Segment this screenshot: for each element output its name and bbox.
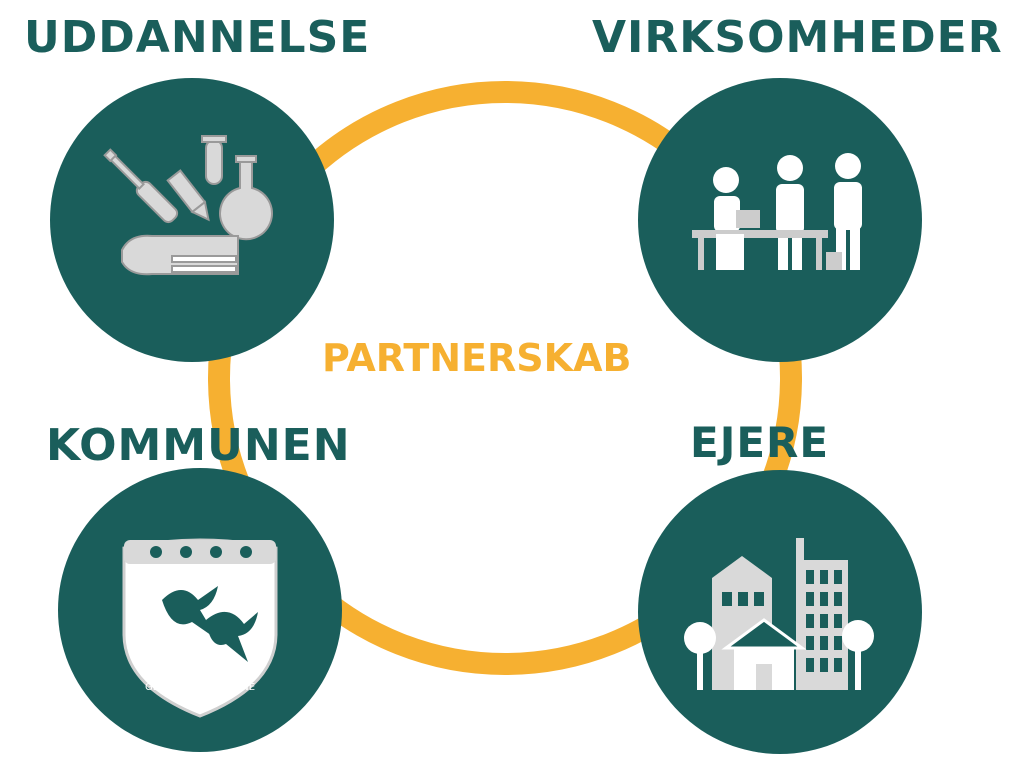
education-icon xyxy=(103,135,273,276)
kommunen-node: GLADSAXE KOMMUNE xyxy=(58,468,342,752)
buildings-icon xyxy=(684,538,874,690)
gladsaxe-crest-icon: GLADSAXE KOMMUNE xyxy=(122,538,278,718)
label-uddannelse: UDDANNELSE xyxy=(24,12,371,63)
center-label-partnerskab: PARTNERSKAB xyxy=(322,336,632,380)
virksomheder-node xyxy=(638,78,922,362)
crest-text: GLADSAXE KOMMUNE xyxy=(145,682,255,693)
partnership-ring xyxy=(208,81,802,675)
label-ejere: EJERE xyxy=(690,418,830,467)
business-meeting-icon xyxy=(692,153,862,270)
ejere-node xyxy=(638,470,922,754)
uddannelse-node xyxy=(50,78,334,362)
label-kommunen: KOMMUNEN xyxy=(46,420,351,471)
label-virksomheder: VIRKSOMHEDER xyxy=(592,12,1003,63)
